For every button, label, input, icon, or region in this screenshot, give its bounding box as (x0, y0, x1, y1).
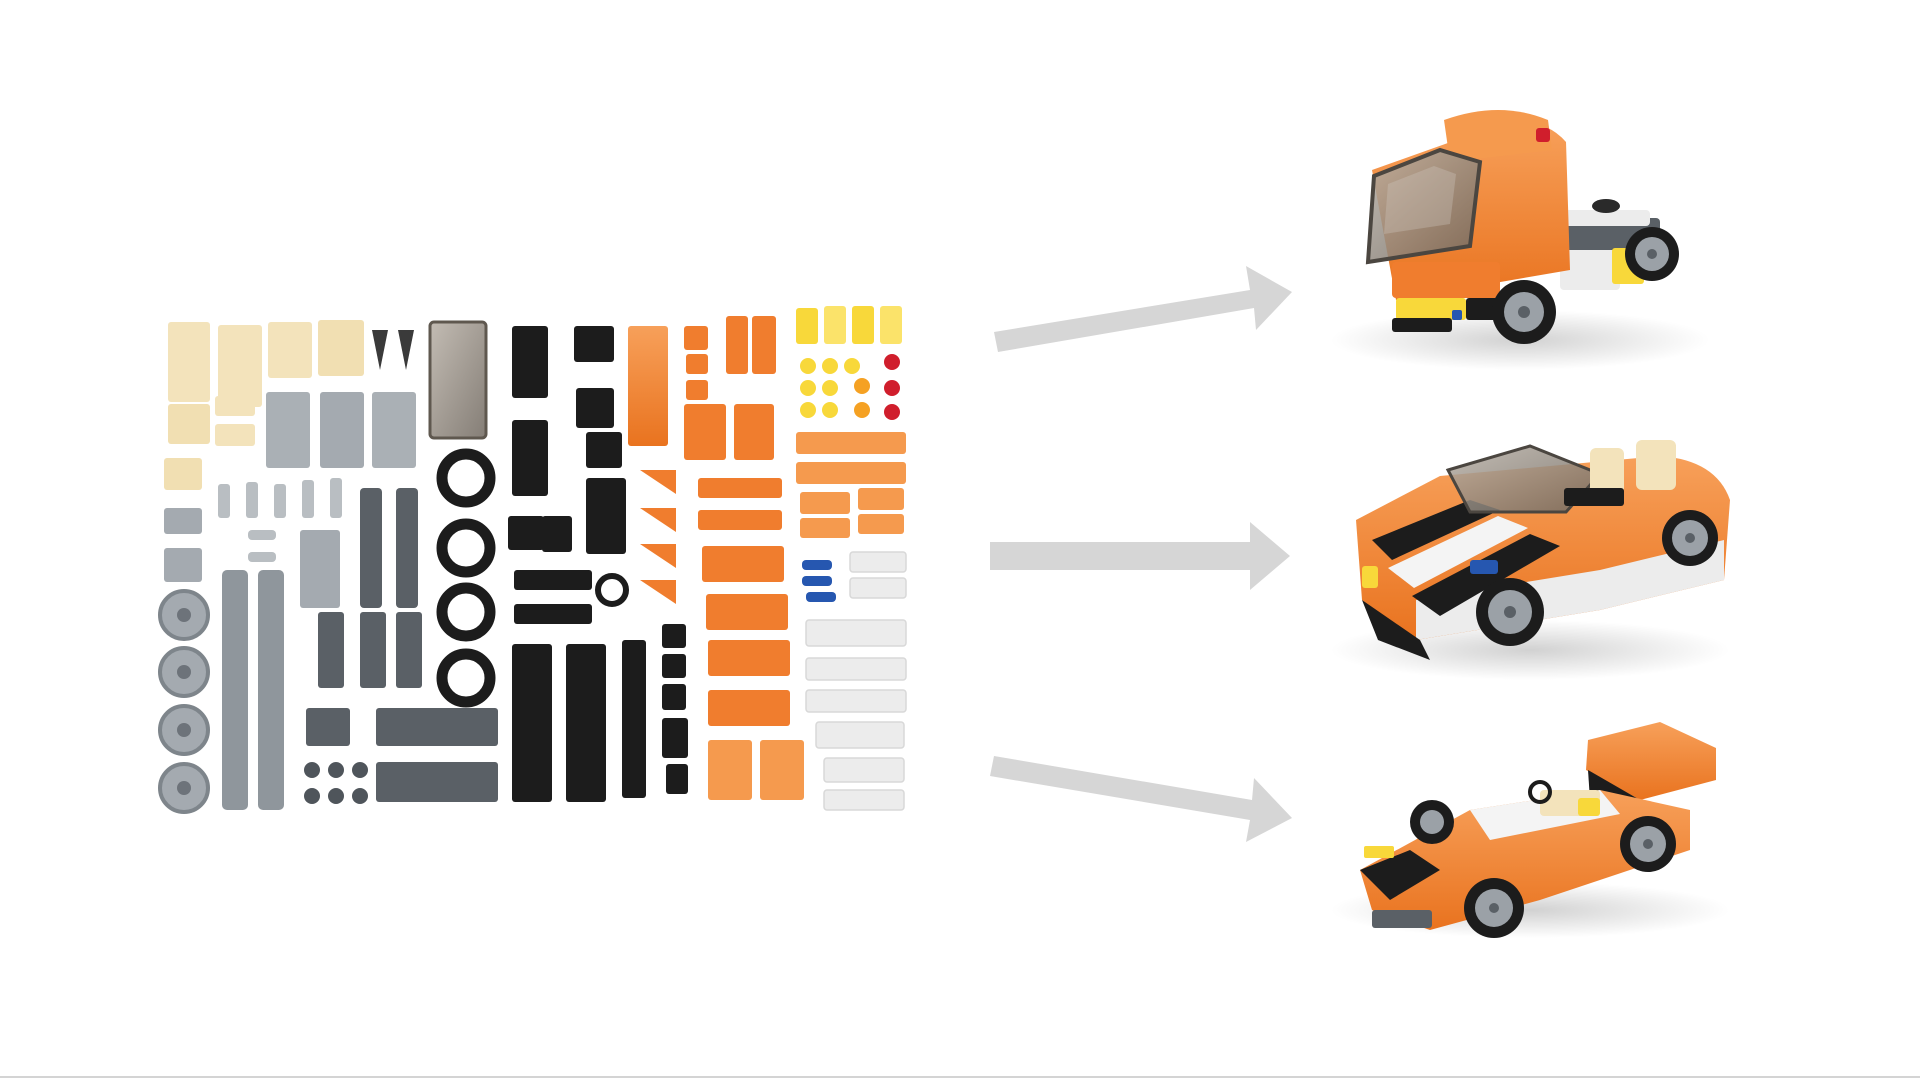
yellow-parts (796, 306, 902, 420)
dark-gray-beams (222, 488, 498, 810)
gray-rims (158, 589, 210, 814)
bottom-divider (0, 1076, 1920, 1078)
truck-model (1330, 110, 1710, 370)
arrow-to-roadster (990, 522, 1290, 590)
black-bricks (508, 326, 688, 802)
blue-pins (802, 560, 836, 602)
racer-model (1330, 722, 1730, 938)
arrow-to-truck (994, 266, 1292, 352)
windshield-part (372, 320, 488, 440)
roadster-model (1330, 440, 1730, 680)
dark-round-studs (304, 762, 368, 804)
light-gray-plates (164, 392, 416, 608)
white-bricks (805, 551, 907, 811)
brick-parts-collection (158, 306, 907, 814)
arrow-to-racer (990, 756, 1292, 842)
gray-pins (218, 478, 342, 562)
orange-bricks (628, 316, 906, 800)
black-tires (436, 448, 629, 708)
tan-plates (164, 320, 364, 490)
